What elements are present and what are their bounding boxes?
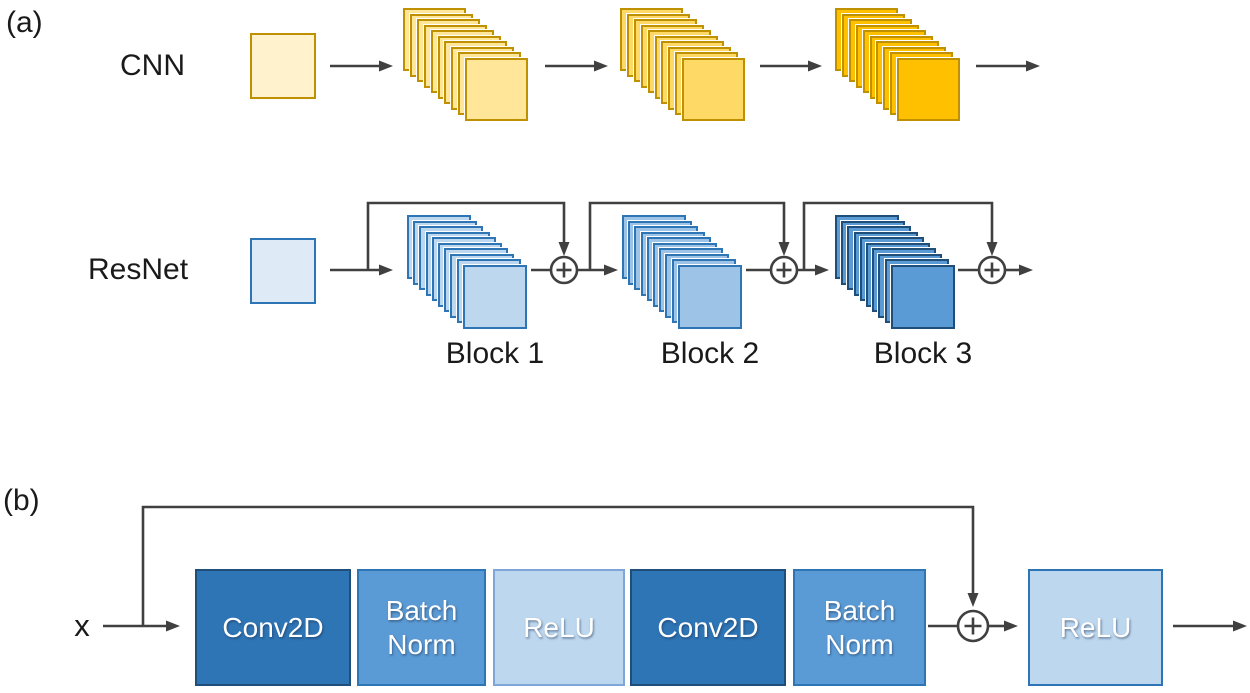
cnn-row-label: CNN [120,49,185,82]
feature-map-layer [677,264,742,329]
block-3-label: Block 3 [873,337,973,370]
sum-node-icon-1 [549,255,579,285]
relu-box-2-label: ReLU [1059,611,1132,643]
resnet-row-label: ResNet [88,253,189,286]
feature-map-layer [890,264,955,329]
sum-node-icon-3 [977,255,1007,285]
conv2d-box-2-label: Conv2D [657,611,759,643]
conv2d-box-1-label: Conv2D [222,611,324,643]
input-x-label: x [74,608,90,643]
conv2d-box-2: Conv2D [630,569,786,686]
feature-map-layer [462,264,527,329]
batchnorm-box-2-label: Batch Norm [823,595,896,660]
sum-node-icon-2 [769,255,799,285]
feature-map-layer [465,57,529,121]
panel-b-label: (b) [3,484,40,517]
conv2d-box-1: Conv2D [195,569,351,686]
batchnorm-box-1-label: Batch Norm [385,595,458,660]
sum-node-icon-b [956,609,990,643]
batchnorm-box-1: Batch Norm [357,569,486,686]
block-1-label: Block 1 [445,337,545,370]
resnet-input-square [250,238,316,304]
cnn-input-square [250,33,316,99]
feature-map-layer [682,57,746,121]
panel-a-label: (a) [6,6,43,39]
relu-box-1: ReLU [493,569,625,686]
block-2-label: Block 2 [660,337,760,370]
relu-box-2: ReLU [1028,569,1163,686]
feature-map-layer [897,57,961,121]
relu-box-1-label: ReLU [523,611,595,643]
batchnorm-box-2: Batch Norm [793,569,926,686]
